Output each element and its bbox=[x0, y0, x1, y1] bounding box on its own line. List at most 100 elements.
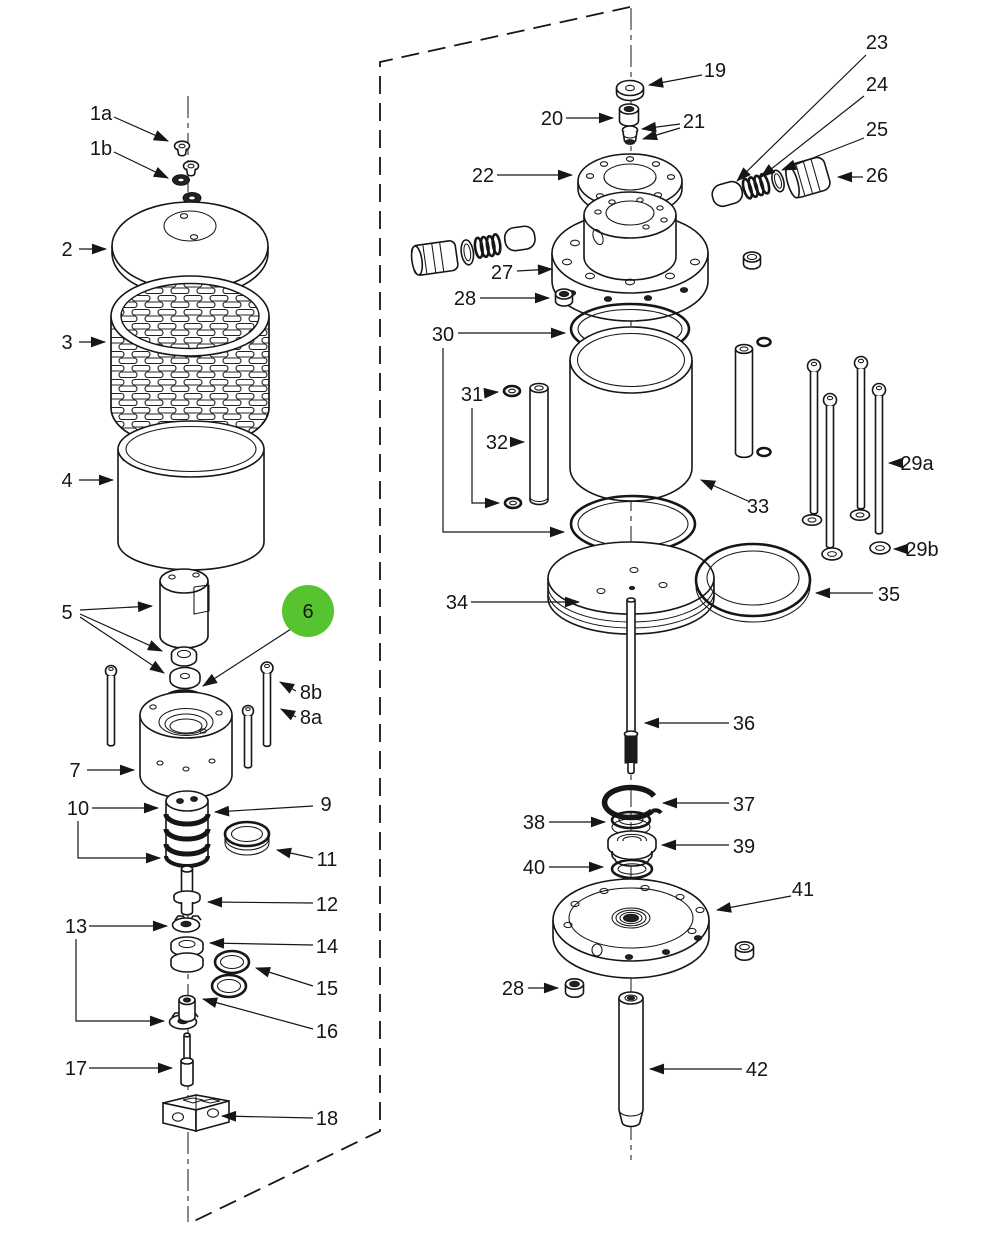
label-19: 19 bbox=[704, 60, 726, 82]
section-boundary-dashed bbox=[187, 6, 631, 1225]
stud bbox=[853, 355, 869, 510]
label-32: 32 bbox=[486, 432, 508, 454]
highlight-marker bbox=[282, 585, 334, 637]
stud bbox=[822, 392, 838, 549]
label-6: 6 bbox=[302, 601, 313, 623]
part-28-plug-upper bbox=[554, 288, 574, 307]
label-3: 3 bbox=[61, 332, 72, 354]
part-27-cylinder-head bbox=[551, 191, 709, 322]
part-29b-washer-second bbox=[869, 541, 891, 555]
label-30: 30 bbox=[432, 324, 454, 346]
part-31-oring-bottom bbox=[503, 496, 523, 510]
label-28: 28 bbox=[454, 288, 476, 310]
callout-14: 14 bbox=[208, 936, 338, 958]
part-42-rod bbox=[618, 991, 644, 1128]
part-15-orings bbox=[210, 949, 251, 999]
callout-16: 16 bbox=[201, 997, 338, 1043]
part-4-canister bbox=[117, 420, 265, 571]
callout-1a: 1a bbox=[90, 103, 169, 142]
label-31: 31 bbox=[461, 384, 483, 406]
callout-1b: 1b bbox=[90, 138, 169, 179]
callout-20: 20 bbox=[541, 108, 615, 130]
callout-23: 23 bbox=[736, 32, 888, 182]
label-8a: 8a bbox=[300, 707, 323, 729]
part-8b-stud-right bbox=[260, 661, 274, 748]
part-19-washer bbox=[615, 79, 645, 102]
callout-24: 24 bbox=[760, 74, 888, 178]
part-24-spring bbox=[741, 172, 771, 200]
label-41: 41 bbox=[792, 879, 814, 901]
part-5-seat-ring bbox=[170, 646, 198, 667]
label-8b: 8b bbox=[300, 682, 322, 704]
callout-41: 41 bbox=[715, 879, 814, 913]
label-22: 22 bbox=[472, 165, 494, 187]
label-17: 17 bbox=[65, 1058, 87, 1080]
callout-22: 22 bbox=[472, 165, 574, 187]
part-35-ring bbox=[694, 542, 812, 623]
check-valve-set-left bbox=[410, 225, 536, 276]
label-12: 12 bbox=[316, 894, 338, 916]
part-17-pin bbox=[180, 1032, 194, 1087]
label-39: 39 bbox=[733, 836, 755, 858]
callout-38: 38 bbox=[523, 812, 607, 834]
label-36: 36 bbox=[733, 713, 755, 735]
plug-right-upper bbox=[742, 251, 762, 270]
callout-28-lower: 28 bbox=[502, 978, 560, 1000]
label-34: 34 bbox=[446, 592, 468, 614]
label-23: 23 bbox=[866, 32, 888, 54]
label-5: 5 bbox=[61, 602, 72, 624]
callout-11: 11 bbox=[275, 847, 338, 871]
label-4: 4 bbox=[61, 470, 72, 492]
callout-27: 27 bbox=[491, 262, 554, 284]
part-5-valve-body bbox=[159, 568, 210, 649]
part-29b-washer bbox=[821, 547, 843, 561]
callout-19: 19 bbox=[647, 60, 726, 88]
callout-29b: 29b bbox=[892, 539, 939, 561]
callout-36: 36 bbox=[643, 713, 755, 735]
label-7: 7 bbox=[69, 760, 80, 782]
part-31-oring-top bbox=[502, 384, 522, 398]
callout-34: 34 bbox=[446, 592, 581, 614]
label-11: 11 bbox=[317, 849, 338, 871]
part-1b-nut bbox=[172, 174, 190, 186]
part-41-end-cap bbox=[552, 878, 710, 979]
part-36-piston-rod bbox=[623, 597, 639, 775]
callout-5: 5 bbox=[61, 601, 165, 674]
label-9: 9 bbox=[320, 794, 331, 816]
stud bbox=[806, 358, 822, 515]
label-1a: 1a bbox=[90, 103, 113, 125]
callout-28-upper: 28 bbox=[454, 288, 551, 310]
label-1b: 1b bbox=[90, 138, 112, 160]
part-32-tube bbox=[529, 382, 549, 506]
callout-26: 26 bbox=[836, 165, 888, 187]
label-21: 21 bbox=[683, 111, 705, 133]
part-26-valve-cartridge bbox=[785, 156, 831, 199]
stud bbox=[871, 382, 887, 535]
label-37: 37 bbox=[733, 794, 755, 816]
part-13-castle-nut-upper bbox=[171, 915, 202, 933]
callout-29a: 29a bbox=[887, 453, 935, 475]
callout-35: 35 bbox=[814, 584, 900, 606]
callout-18: 18 bbox=[220, 1108, 338, 1130]
callout-4: 4 bbox=[61, 470, 115, 492]
callout-3: 3 bbox=[61, 332, 107, 354]
label-28-lower: 28 bbox=[502, 978, 524, 1000]
part-40-oring bbox=[610, 858, 654, 880]
part-21-fitting bbox=[621, 125, 639, 145]
label-25: 25 bbox=[866, 119, 888, 141]
callout-21: 21 bbox=[640, 111, 705, 141]
callout-25: 25 bbox=[780, 119, 888, 171]
callout-10: 10 bbox=[67, 798, 162, 864]
callout-12: 12 bbox=[206, 894, 338, 916]
label-18: 18 bbox=[316, 1108, 338, 1130]
callout-30: 30 bbox=[432, 324, 567, 538]
label-38: 38 bbox=[523, 812, 545, 834]
label-27: 27 bbox=[491, 262, 513, 284]
label-13: 13 bbox=[65, 916, 87, 938]
label-14: 14 bbox=[316, 936, 338, 958]
part-20-bushing bbox=[618, 103, 640, 127]
label-16: 16 bbox=[316, 1021, 338, 1043]
label-42: 42 bbox=[746, 1059, 768, 1081]
